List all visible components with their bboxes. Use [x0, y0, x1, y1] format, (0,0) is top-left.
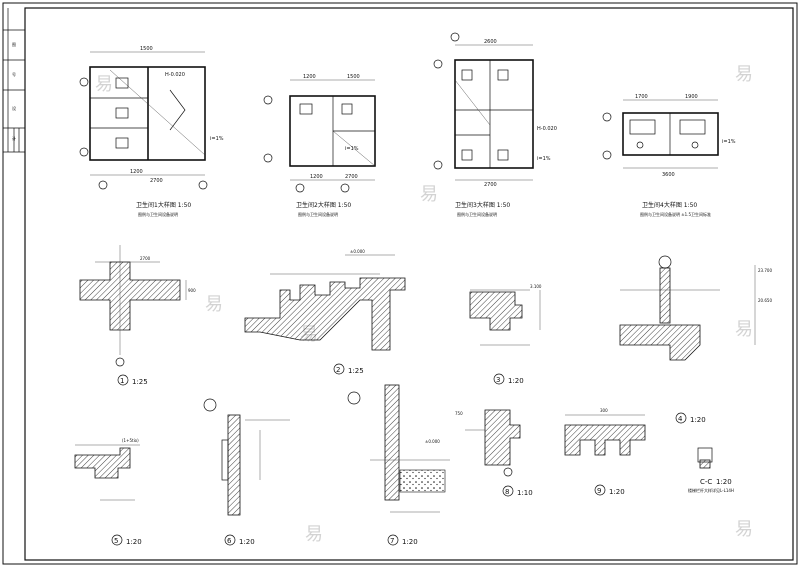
detail-7-scale: 1:20 [402, 538, 418, 546]
title-block-label-4: 计 [12, 135, 16, 141]
plan-4-title: 卫生间4大样图 1:50 [642, 201, 697, 209]
plan-2: 1200 1500 1200 2700 i=1% 卫生间2大样图 1:50 图例… [263, 74, 376, 217]
watermark: 易 [305, 524, 323, 545]
detail-7-level: ±0.000 [425, 439, 440, 444]
plan-3-dim-top: 2600 [484, 39, 497, 45]
detail-4-mid: 20.650 [758, 298, 772, 303]
title-block-label-1: 图 [12, 41, 16, 47]
detail-5-scale: 1:20 [126, 538, 142, 546]
plan-1-floor-level: H-0.020 [165, 72, 185, 78]
plan-2-dim-top-b: 1500 [347, 74, 360, 80]
detail-2-scale: 1:25 [348, 367, 364, 375]
detail-3-scale: 1:20 [508, 377, 524, 385]
watermark: 易 [735, 319, 753, 340]
detail-6-id: 6 [227, 537, 232, 545]
section-cc: C-C 1:20 楼梯栏杆大样详见L-L14H [688, 447, 734, 493]
detail-8-dim: 750 [455, 411, 463, 416]
detail-9-scale: 1:20 [609, 488, 625, 496]
watermark: 易 [420, 184, 438, 205]
title-block-label-2: 号 [12, 71, 16, 77]
title-block-strip: 图 号 设 计 [3, 8, 25, 153]
plan-2-dim-bot-b: 2700 [345, 174, 358, 180]
plan-4-dim-top-a: 1700 [635, 94, 648, 100]
plan-1-slope: i=1% [210, 136, 224, 142]
detail-1-id: 1 [120, 377, 124, 385]
detail-1-height: 900 [188, 288, 196, 293]
title-block-label-3: 设 [12, 105, 16, 111]
plan-3-title: 卫生间3大样图 1:50 [455, 201, 510, 209]
plan-1-dim-b: 2700 [150, 178, 163, 184]
detail-7: ±0.000 7 1:20 [347, 384, 450, 546]
plan-4: 1700 1900 3600 i=1% 卫生间4大样图 1:50 图例与卫生间设… [602, 94, 736, 217]
plan-1-title: 卫生间1大样图 1:50 [136, 201, 191, 209]
detail-4: 23.700 20.650 4 1:20 [619, 255, 772, 424]
detail-4-top: 23.700 [758, 268, 772, 273]
detail-5: (1+5tio) 5 1:20 [74, 438, 142, 546]
detail-4-scale: 1:20 [690, 416, 706, 424]
detail-2: ±0.000 2 1:25 [244, 249, 406, 375]
detail-3: 3.100 3 1:20 [469, 284, 542, 385]
sheet-inner-border [24, 7, 794, 561]
detail-8-id: 8 [505, 488, 509, 496]
plan-2-dim-top-a: 1200 [303, 74, 316, 80]
plan-2-note: 图例与卫生间设备说明 [298, 211, 338, 217]
detail-9-id: 9 [597, 487, 601, 495]
plan-4-note: 图例与卫生间设备说明 ±1.5卫生间标准 [640, 211, 711, 217]
plan-3-floor-level: H-0.020 [537, 126, 557, 132]
plan-1-dim-top: 1500 [140, 46, 153, 52]
plan-3-note: 图例与卫生间设备说明 [457, 211, 497, 217]
detail-9: 300 9 1:20 [564, 408, 646, 496]
section-cc-scale: 1:20 [716, 478, 732, 486]
watermark: 易 [735, 64, 753, 85]
plan-3-slope: i=1% [537, 156, 551, 162]
detail-5-note: (1+5tio) [122, 438, 139, 443]
plan-4-dim-top-b: 1900 [685, 94, 698, 100]
watermark: 易 [95, 74, 113, 95]
detail-1-scale: 1:25 [132, 378, 148, 386]
watermark: 易 [205, 294, 223, 315]
detail-3-id: 3 [496, 376, 500, 384]
plan-2-title: 卫生间2大样图 1:50 [296, 201, 351, 209]
plan-2-dim-bot-a: 1200 [310, 174, 323, 180]
detail-7-id: 7 [390, 537, 394, 545]
section-cc-note: 楼梯栏杆大样详见L-L14H [688, 487, 734, 493]
plan-2-slope: i=1% [345, 146, 359, 152]
detail-9-dim: 300 [600, 408, 608, 413]
detail-4-id: 4 [678, 415, 683, 423]
plan-1-note: 图例与卫生间设备说明 [138, 211, 178, 217]
plan-4-dim-bot: 3600 [662, 172, 675, 178]
detail-3-level: 3.100 [530, 284, 542, 289]
detail-5-id: 5 [114, 537, 118, 545]
plan-3-dim-bot: 2700 [484, 182, 497, 188]
plan-4-slope: i=1% [722, 139, 736, 145]
detail-1: 2700 900 1 1:25 [79, 245, 196, 386]
detail-8-scale: 1:10 [517, 489, 533, 497]
detail-8: 750 8 1:10 [455, 409, 533, 497]
detail-6-scale: 1:20 [239, 538, 255, 546]
detail-1-width: 2700 [140, 256, 151, 261]
plan-1: 1200 2700 1500 H-0.020 i=1% 卫生间1大样图 1:50… [79, 46, 224, 217]
section-cc-label: C-C [700, 478, 712, 486]
detail-6: 6 1:20 [203, 398, 290, 546]
watermark: 易 [735, 519, 753, 540]
plan-3: 2600 2700 H-0.020 i=1% 卫生间3大样图 1:50 图例与卫… [433, 32, 557, 217]
detail-2-id: 2 [336, 366, 340, 374]
plan-1-dim-a: 1200 [130, 169, 143, 175]
detail-2-level: ±0.000 [350, 249, 365, 254]
